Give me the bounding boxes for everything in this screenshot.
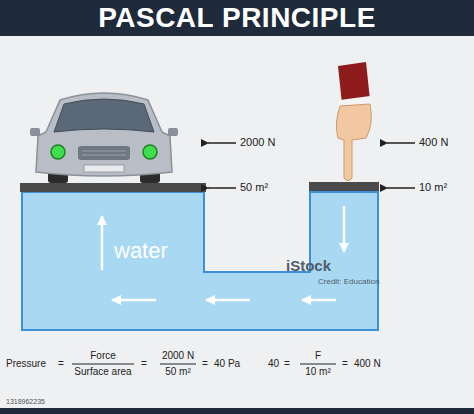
formula-value: 50 m² xyxy=(165,367,191,377)
area-label: 10 m² xyxy=(419,182,447,193)
fraction-bar xyxy=(300,364,336,365)
large-piston xyxy=(20,183,206,192)
force-label: 2000 N xyxy=(240,137,275,148)
image-id: 1318962235 xyxy=(6,398,45,405)
equals-sign: = xyxy=(58,359,64,369)
leader-arrow xyxy=(208,142,236,144)
formula-value: 2000 N xyxy=(162,351,194,361)
car xyxy=(30,93,178,183)
area-label: 50 m² xyxy=(240,182,268,193)
watermark: Credit: Education xyxy=(318,278,379,286)
water-vessel xyxy=(22,192,378,330)
force-label: 400 N xyxy=(419,137,448,148)
formula-term: Surface area xyxy=(74,367,131,377)
formula-term: Force xyxy=(90,351,116,361)
small-piston xyxy=(309,182,379,191)
formula-value: 40 Pa xyxy=(214,359,240,369)
flow-arrow xyxy=(302,299,336,302)
formula-value: 40 xyxy=(268,359,279,369)
equals-sign: = xyxy=(342,359,348,369)
leader-arrow xyxy=(208,187,236,189)
equals-sign: = xyxy=(202,359,208,369)
fluid-label: water xyxy=(114,240,168,262)
equals-sign: = xyxy=(284,359,290,369)
fraction-bar xyxy=(160,364,196,365)
fraction-bar xyxy=(72,364,134,365)
watermark: iStock xyxy=(286,258,331,273)
formula-value: 400 N xyxy=(354,359,381,369)
hand xyxy=(336,62,371,181)
flow-arrow xyxy=(112,299,156,302)
flow-arrow xyxy=(101,216,104,270)
leader-arrow xyxy=(387,187,415,189)
formula-value: 10 m² xyxy=(305,367,331,377)
header-bar xyxy=(0,0,474,36)
footer-bar xyxy=(0,408,474,414)
equals-sign: = xyxy=(141,359,147,369)
title: PASCAL PRINCIPLE xyxy=(0,0,474,36)
formula-term: F xyxy=(315,351,321,361)
leader-arrow xyxy=(387,142,415,144)
flow-arrow xyxy=(206,299,250,302)
formula-term: Pressure xyxy=(6,359,46,369)
flow-arrow xyxy=(343,206,346,252)
